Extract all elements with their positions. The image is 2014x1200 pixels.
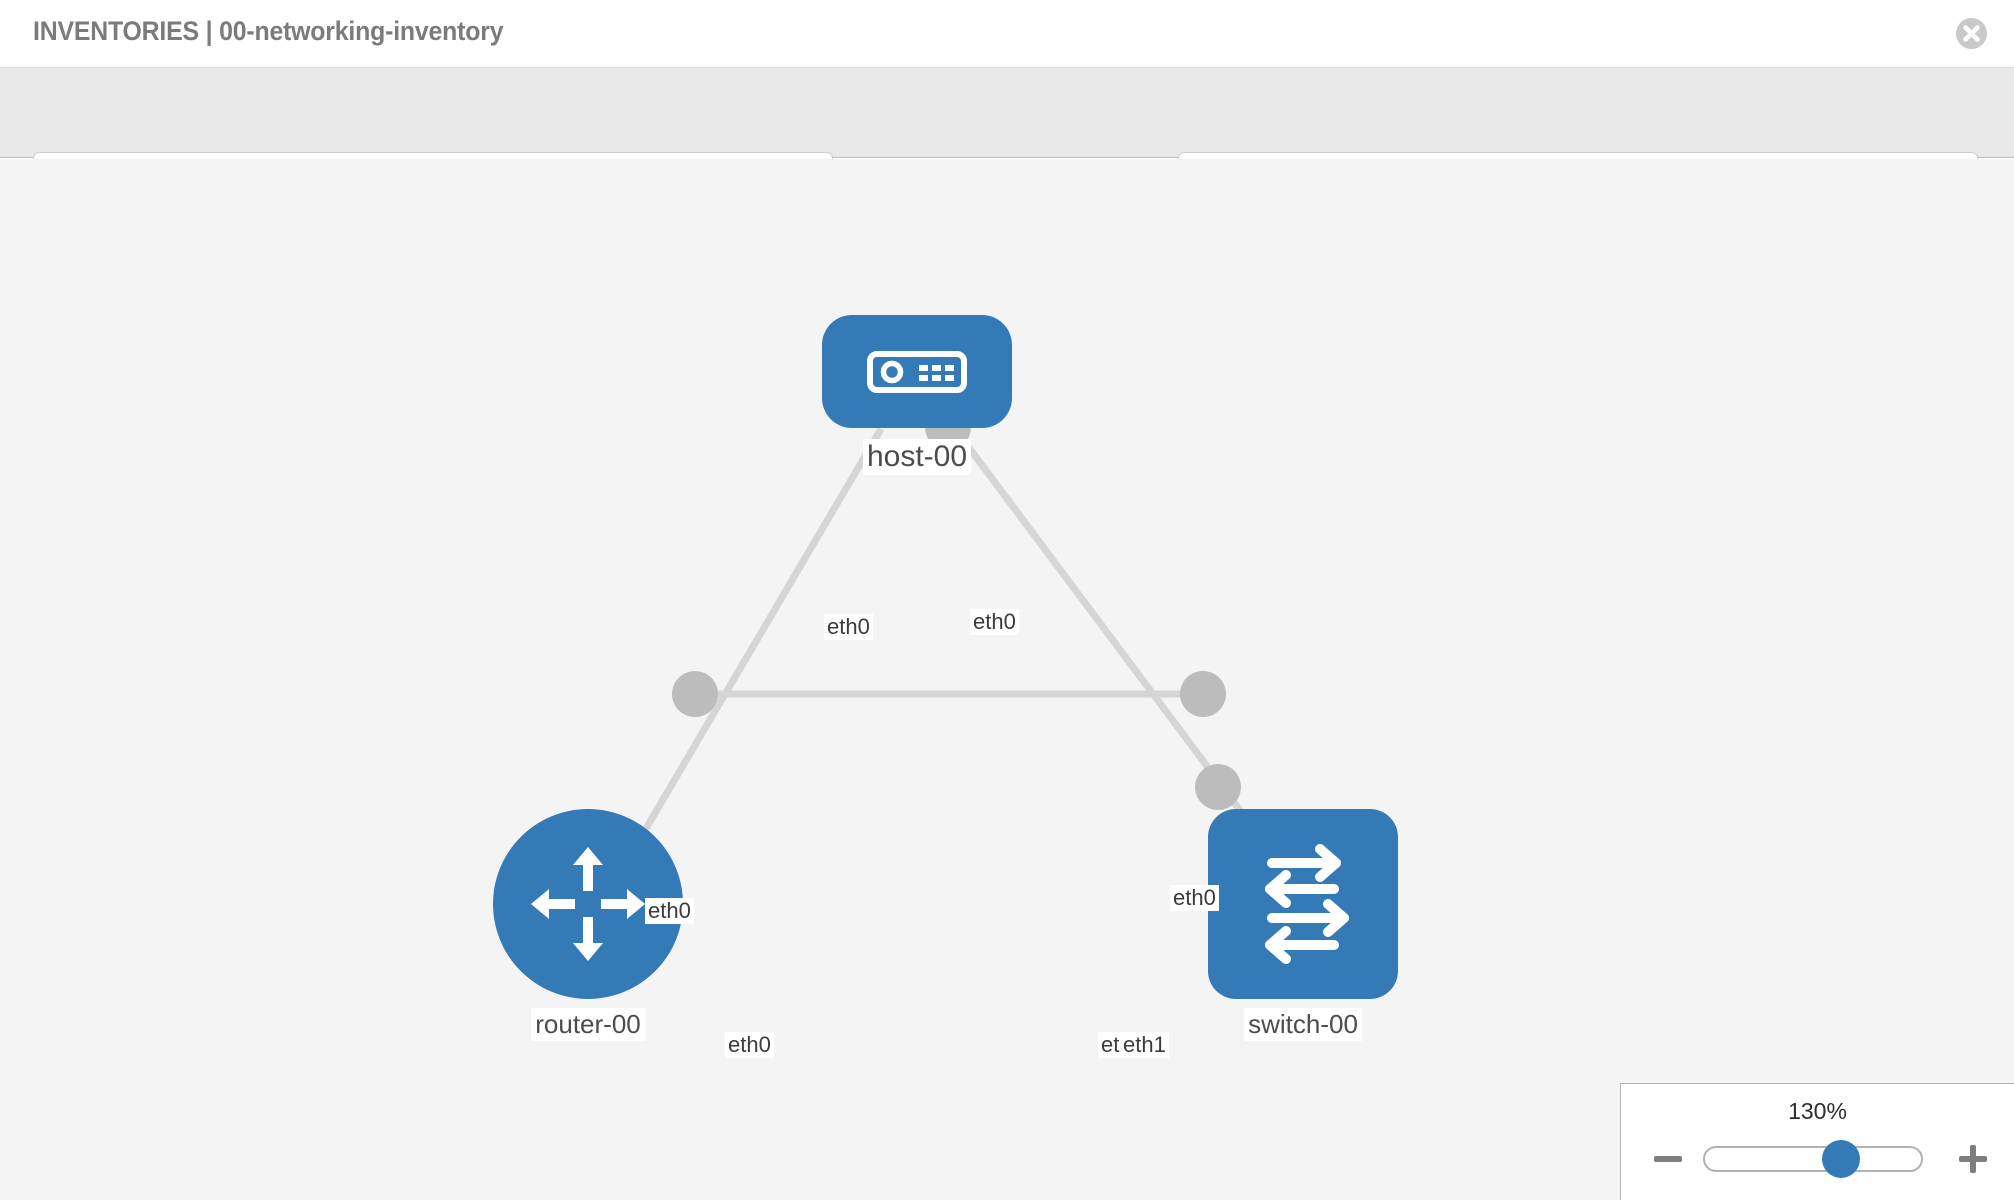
router-icon bbox=[531, 847, 645, 961]
topology-links bbox=[624, 426, 1251, 861]
zoom-control-panel: 130% bbox=[1620, 1083, 2014, 1200]
switch-icon bbox=[1265, 844, 1349, 964]
port-router-right[interactable] bbox=[672, 671, 718, 717]
close-circle-icon bbox=[1956, 18, 1987, 49]
close-icon[interactable] bbox=[1956, 18, 1987, 49]
zoom-level-value: 130% bbox=[1788, 1098, 1847, 1124]
zoom-slider-track[interactable] bbox=[1703, 1140, 1923, 1178]
host-node-shape bbox=[822, 315, 1012, 428]
router-node-shape bbox=[493, 809, 683, 999]
zoom-slider-thumb[interactable] bbox=[1822, 1140, 1861, 1178]
page-header: INVENTORIES | 00-networking-inventory bbox=[0, 0, 2014, 68]
link-host-router bbox=[624, 427, 885, 861]
page-title: INVENTORIES | 00-networking-inventory bbox=[33, 16, 504, 46]
port-switch-top[interactable] bbox=[1195, 764, 1241, 810]
switch-node-shape bbox=[1208, 809, 1398, 999]
zoom-in-button[interactable] bbox=[1954, 1140, 1992, 1178]
zoom-slider-row bbox=[1621, 1140, 2014, 1180]
port-switch-left[interactable] bbox=[1180, 671, 1226, 717]
topology-canvas[interactable]: host-00 router-00 bbox=[0, 159, 2014, 1200]
link-host-switch bbox=[952, 426, 1251, 824]
server-icon bbox=[867, 350, 967, 393]
zoom-out-button[interactable] bbox=[1649, 1140, 1687, 1178]
toolbar: ACTIONS SEARCH bbox=[0, 68, 2014, 210]
